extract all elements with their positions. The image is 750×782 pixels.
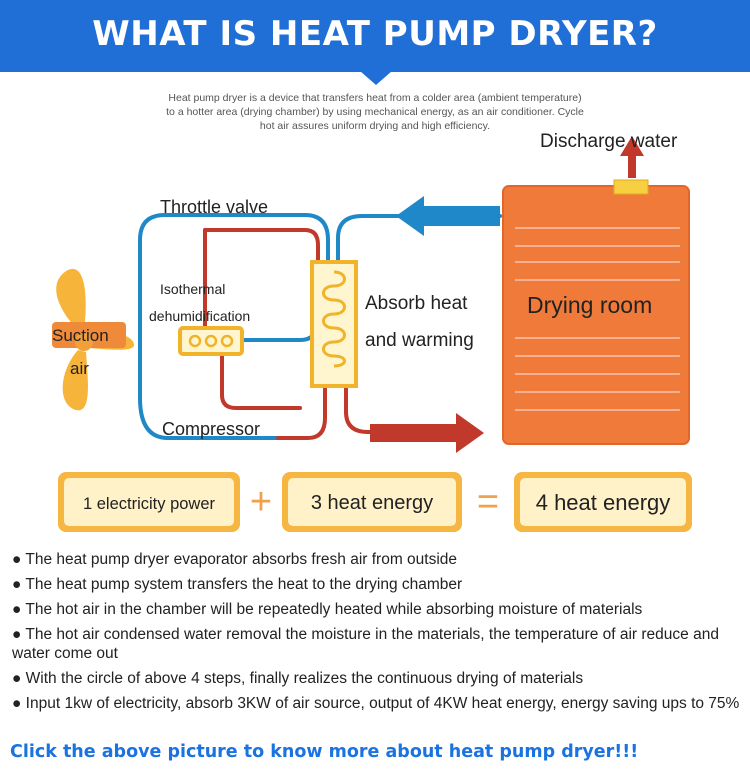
evaporator-coil bbox=[178, 326, 244, 356]
equation: 1 electricity power + 3 heat energy = 4 … bbox=[58, 472, 692, 532]
discharge-vent bbox=[613, 179, 649, 195]
drying-room bbox=[502, 179, 690, 445]
equation-inner-3 bbox=[520, 478, 686, 526]
hot-pipes bbox=[203, 228, 422, 440]
cold-pipe-compressor-in bbox=[138, 396, 280, 440]
equation-inner-1 bbox=[64, 478, 234, 526]
arrow-right-icon bbox=[370, 413, 484, 453]
label-and-warming: and warming bbox=[365, 330, 474, 351]
drying-room-racks bbox=[515, 227, 680, 411]
banner-notch bbox=[360, 71, 392, 85]
label-air: air bbox=[70, 359, 89, 378]
label-absorb-heat: Absorb heat bbox=[365, 293, 468, 314]
equation-term-1: 1 electricity power bbox=[83, 495, 216, 513]
intro-text: Heat pump dryer is a device that transfe… bbox=[128, 91, 622, 133]
bullet-list: ● The heat pump dryer evaporator absorbs… bbox=[12, 550, 747, 719]
hot-pipe-compressor-out bbox=[276, 384, 327, 440]
list-item: ● The hot air in the chamber will be rep… bbox=[12, 601, 643, 618]
equation-term-2: 3 heat energy bbox=[311, 492, 433, 514]
condenser-coil bbox=[310, 260, 358, 388]
diagram-labels: Discharge water Throttle valve Isotherma… bbox=[52, 131, 678, 439]
more-info-link[interactable]: Click the above picture to know more abo… bbox=[10, 742, 639, 762]
list-item: ● The heat pump dryer evaporator absorbs… bbox=[12, 551, 458, 568]
list-item: ● With the circle of above 4 steps, fina… bbox=[12, 670, 584, 687]
cold-pipe-top-right bbox=[336, 214, 502, 264]
label-dehumidification: dehumidification bbox=[149, 308, 250, 324]
label-discharge-water: Discharge water bbox=[540, 131, 678, 152]
arrow-left-icon bbox=[396, 196, 500, 236]
equation-equals: = bbox=[477, 481, 499, 523]
header-banner: WHAT IS HEAT PUMP DRYER? bbox=[0, 0, 750, 72]
hot-pipe-to-room bbox=[344, 384, 422, 434]
label-isothermal: Isothermal bbox=[160, 281, 225, 297]
list-item: ● The hot air condensed water removal th… bbox=[12, 626, 719, 662]
equation-term-3: 4 heat energy bbox=[536, 490, 671, 515]
equation-plus: + bbox=[250, 481, 272, 523]
label-suction: Suction bbox=[52, 326, 109, 345]
hot-pipe-inner bbox=[220, 348, 302, 410]
cold-pipe-left-loop bbox=[138, 213, 330, 400]
intro-line: to a hotter area (drying chamber) by usi… bbox=[166, 106, 584, 118]
arrow-up-icon bbox=[620, 136, 644, 178]
hot-pipe-throttle bbox=[203, 228, 320, 264]
label-throttle-valve: Throttle valve bbox=[160, 197, 268, 217]
label-drying-room: Drying room bbox=[527, 292, 652, 318]
heat-pump-diagram[interactable]: 1 electricity power + 3 heat energy = 4 … bbox=[0, 0, 750, 545]
intro-line: Heat pump dryer is a device that transfe… bbox=[168, 92, 582, 104]
equation-inner-2 bbox=[288, 478, 456, 526]
page-title: WHAT IS HEAT PUMP DRYER? bbox=[92, 14, 658, 54]
fan-icon bbox=[52, 268, 135, 411]
list-item: ● Input 1kw of electricity, absorb 3KW o… bbox=[12, 695, 740, 712]
label-compressor: Compressor bbox=[162, 419, 260, 439]
list-item: ● The heat pump system transfers the hea… bbox=[12, 576, 463, 593]
intro-line: hot air assures uniform drying and high … bbox=[259, 120, 491, 132]
